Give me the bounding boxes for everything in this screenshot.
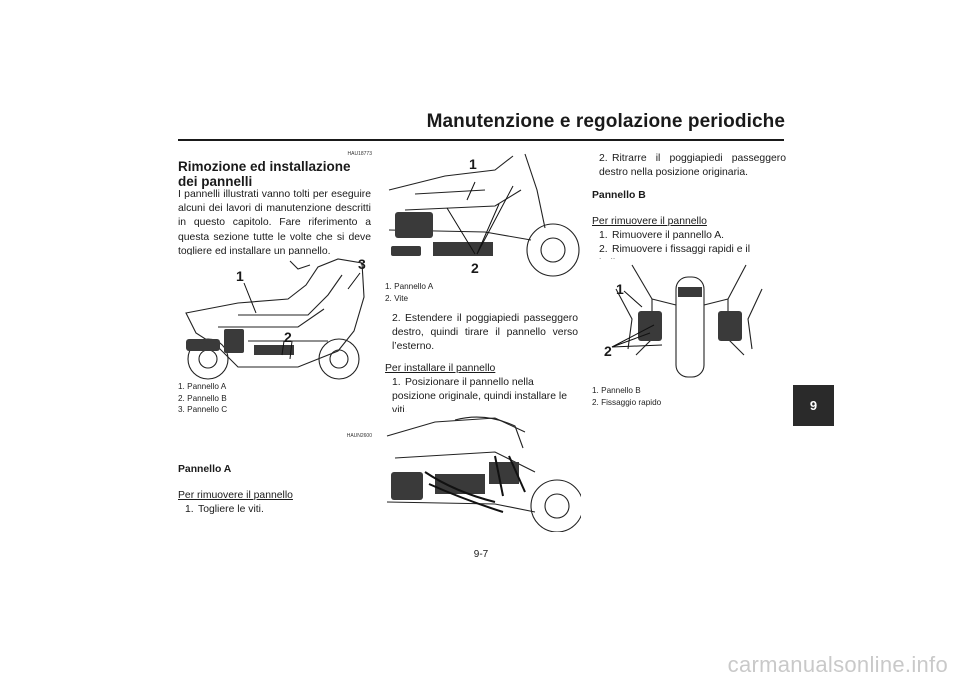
step-item: 1.Posizionare il pannello nella posizion…	[392, 376, 578, 419]
watermark: carmanualsonline.info	[727, 652, 948, 677]
figure-code: HAUN2600	[346, 433, 372, 439]
scooter-panel-a-illustration	[388, 153, 580, 277]
figure2-label-1: 1	[469, 156, 477, 172]
step-number: 1.	[185, 504, 194, 515]
remove-panel-heading: Per rimuovere il pannello	[178, 490, 293, 501]
figure1-label-1: 1	[236, 268, 244, 284]
step-number: 2.	[392, 313, 401, 324]
page-number: 9-7	[473, 549, 489, 560]
step-item: 1. Rimuovere il pannello A.	[599, 229, 786, 243]
step-number: 1.	[599, 230, 608, 241]
figure4-captions: 1. Pannello B 2. Fissaggio rapido	[592, 385, 782, 408]
step-text: Togliere le viti.	[198, 504, 264, 515]
figure1-label-2: 2	[284, 329, 292, 345]
figure2-label-2: 2	[471, 260, 479, 276]
step-number: 2.	[599, 153, 608, 164]
panel-a-heading: Pannello A	[178, 464, 232, 475]
section-heading: Rimozione ed installazione dei pannelli	[178, 159, 351, 189]
caption-item: 3. Pannello C	[178, 405, 228, 414]
page-header-title: Manutenzione e regolazione periodiche	[426, 111, 785, 132]
scooter-side-illustration	[185, 258, 365, 380]
step-text: Posizionare il pannello nella posizione …	[392, 377, 568, 417]
figure2-captions: 1. Pannello A 2. Vite	[385, 281, 575, 304]
caption-item: 1. Pannello B	[592, 386, 641, 395]
step-text: Estendere il poggiapiedi passeggero dest…	[392, 313, 578, 353]
figure4-label-2: 2	[604, 343, 612, 359]
figure4-label-1: 1	[616, 281, 624, 297]
step-item: 2.Ritrarre il poggiapiedi passeggero des…	[599, 152, 786, 180]
intro-paragraph: I pannelli illustrati vanno tolti per es…	[178, 189, 371, 257]
caption-item: 1. Pannello A	[178, 382, 227, 391]
step-item: 1. Togliere le viti.	[185, 503, 371, 517]
section-code: HAU18773	[347, 151, 372, 157]
install-panel-heading: Per installare il pannello	[385, 363, 496, 374]
caption-item: 2. Fissaggio rapido	[592, 397, 662, 407]
chapter-tab: 9	[793, 385, 834, 426]
figure-panel-b-fasteners: 1 2	[592, 259, 786, 379]
step-text: Rimuovere il pannello A.	[612, 230, 725, 241]
figure-panel-a-screws: 1 2	[385, 150, 581, 278]
remove-panel-b-heading: Per rimuovere il pannello	[592, 216, 707, 227]
scooter-front-illustration	[611, 264, 763, 378]
caption-item: 2. Pannello B	[178, 393, 227, 403]
step-item: 2.Estendere il poggiapiedi passeggero de…	[392, 312, 578, 355]
caption-item: 2. Vite	[385, 293, 409, 303]
caption-item: 1. Pannello A	[385, 282, 434, 291]
step-number: 1.	[392, 377, 401, 388]
figure1-captions: 1. Pannello A 2. Pannello B 3. Pannello …	[178, 381, 368, 416]
figure-install-panel-a	[385, 412, 581, 532]
figure1-label-3: 3	[358, 256, 366, 272]
header-rule	[178, 139, 784, 141]
panel-b-heading: Pannello B	[592, 190, 646, 201]
scooter-install-illustration	[386, 416, 581, 532]
step-text: Ritrarre il poggiapiedi passeggero destr…	[599, 153, 786, 179]
figure-scooter-side-panels: 1 2 3	[178, 255, 372, 381]
step-number: 2.	[599, 244, 608, 255]
